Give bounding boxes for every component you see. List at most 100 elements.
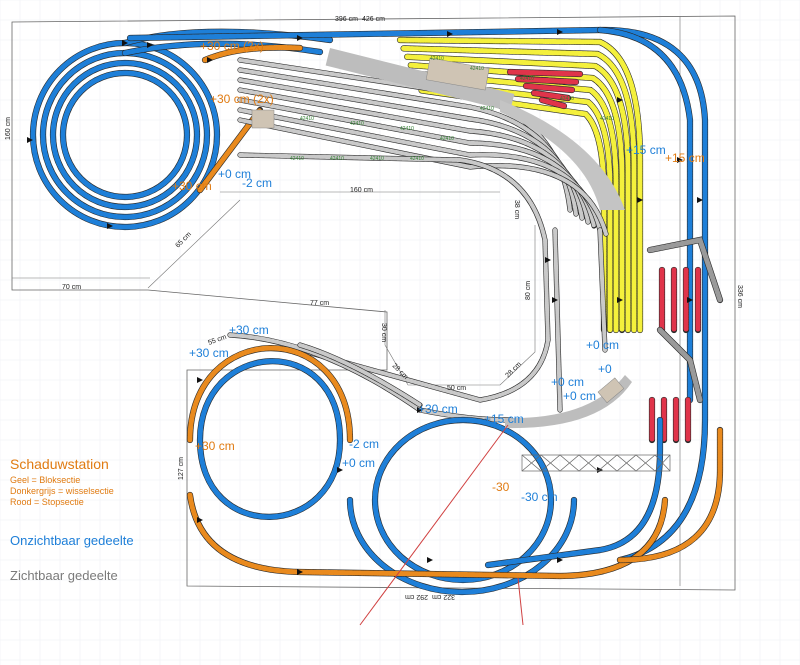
bottom-ramp-track — [187, 492, 668, 579]
legend-red: Rood = Stopsectie — [10, 497, 84, 507]
stop-section-track — [523, 83, 575, 93]
bridge-truss — [521, 454, 671, 472]
platform-main — [325, 48, 515, 112]
shadow-station-track — [408, 62, 625, 333]
track-code: 42410 — [350, 121, 364, 127]
direction-arrow — [552, 297, 558, 303]
legend-yellow: Geel = Bloksectie — [10, 475, 81, 485]
dim-bottom: 322 cm — [432, 593, 455, 600]
dim-v-80: 80 cm — [525, 281, 532, 300]
visible-yard-track — [238, 68, 578, 216]
direction-arrow — [545, 257, 551, 263]
direction-arrow — [107, 223, 113, 229]
outer-main-track — [597, 27, 693, 403]
shadow-station-track — [397, 37, 643, 333]
dim-inner-160: 160 cm — [350, 187, 373, 194]
track-code: 42410 — [560, 96, 574, 102]
track-code: 42410 — [600, 116, 614, 122]
visible-main-track — [238, 153, 551, 403]
level-label: +0 — [598, 362, 612, 376]
platform-fan — [500, 100, 625, 210]
direction-arrow — [417, 407, 423, 413]
station-buildings — [251, 48, 632, 429]
station-building — [425, 57, 490, 91]
right-ramp-track — [617, 427, 723, 563]
level-label: +0 cm — [551, 375, 584, 389]
stop-section-track — [507, 69, 583, 77]
level-label: +0 cm — [586, 338, 619, 352]
pointer-line-left — [359, 424, 509, 626]
level-label: -30 — [492, 480, 510, 494]
board-inner-notch — [147, 199, 536, 386]
track-code: 42410 — [330, 156, 344, 162]
level-label: +30 cm (2x) — [210, 92, 274, 106]
ramp-track — [202, 45, 303, 63]
direction-arrow — [297, 569, 303, 575]
level-label: +15 cm — [484, 412, 524, 426]
track-code: 42410 — [290, 156, 304, 162]
dim-d-55: 55 cm — [207, 334, 227, 347]
direction-arrow — [447, 31, 453, 37]
direction-arrow — [337, 467, 343, 473]
direction-arrow — [207, 57, 213, 63]
track-codes: 42410 42410 42410 42410 42410 42410 42410 42410… — [290, 56, 614, 162]
board-outline — [11, 15, 736, 591]
level-labels: +30 cm (2x) +30 cm (2x) +30 cm +0 cm -2 … — [172, 39, 705, 504]
direction-arrow — [27, 137, 33, 143]
track-code: 42410 — [470, 66, 484, 72]
track-code: 42410 — [480, 106, 494, 112]
lower-circle-track — [372, 417, 554, 583]
stop-section-track — [539, 97, 567, 109]
dim-top-right: 426 cm — [362, 16, 385, 23]
visible-branch-track — [553, 228, 562, 412]
dim-left-127: 127 cm — [178, 457, 185, 480]
stop-section-track — [531, 90, 571, 101]
direction-arrow — [197, 377, 203, 383]
level-label: +30 cm — [418, 402, 458, 416]
level-label: +15 cm — [665, 151, 705, 165]
level-label: -2 cm — [242, 176, 272, 190]
direction-arrow — [147, 42, 153, 48]
dim-bottom-inner: 292 cm — [405, 593, 428, 600]
shadow-station-track — [401, 45, 637, 333]
station-building-small — [597, 377, 625, 404]
direction-arrow — [297, 35, 303, 41]
direction-arrow — [427, 557, 433, 563]
direction-arrows — [27, 29, 703, 575]
level-label: +0 cm — [563, 389, 596, 403]
legend-title: Schaduwstation — [10, 456, 109, 472]
helix-track — [60, 70, 190, 200]
shadow-station-track — [411, 71, 619, 333]
direction-arrow — [687, 297, 693, 303]
bottom-return-track — [485, 417, 663, 568]
bottom-return-track-rail — [484, 416, 664, 569]
visible-yard-track — [238, 98, 596, 228]
dim-h-77: 77 cm — [310, 300, 329, 307]
direction-arrow — [617, 297, 623, 303]
dim-right-336: 336 cm — [736, 285, 743, 308]
level-label: -30 cm — [521, 490, 558, 504]
bottom-ramp-track-rail — [186, 491, 669, 580]
dim-left-height: 160 cm — [5, 117, 12, 140]
lower-oval-track — [197, 358, 343, 520]
direction-arrow — [617, 97, 623, 103]
lower-oval-ramp — [187, 345, 353, 443]
stop-section-track — [515, 76, 579, 85]
track-code: 42410 — [300, 116, 314, 122]
level-label: +30 cm — [229, 323, 269, 337]
dim-bottom-left: 70 cm — [62, 284, 81, 291]
dim-h-50: 50 cm — [447, 385, 466, 392]
switch-section-track — [657, 327, 703, 403]
level-label: -2 cm — [349, 437, 379, 451]
dim-v-30: 30 cm — [380, 323, 387, 342]
visible-branch-track — [598, 228, 607, 352]
helix-track — [50, 60, 200, 210]
legend-visible: Zichtbaar gedeelte — [10, 568, 118, 583]
track-code: 42410 — [410, 156, 424, 162]
level-label: +30 cm (2x) — [200, 39, 264, 53]
helix-track — [40, 50, 210, 220]
track-code: 42410 — [440, 136, 454, 142]
switch-section-track — [647, 237, 723, 303]
legend-hidden: Onzichtbaar gedeelte — [10, 533, 134, 548]
